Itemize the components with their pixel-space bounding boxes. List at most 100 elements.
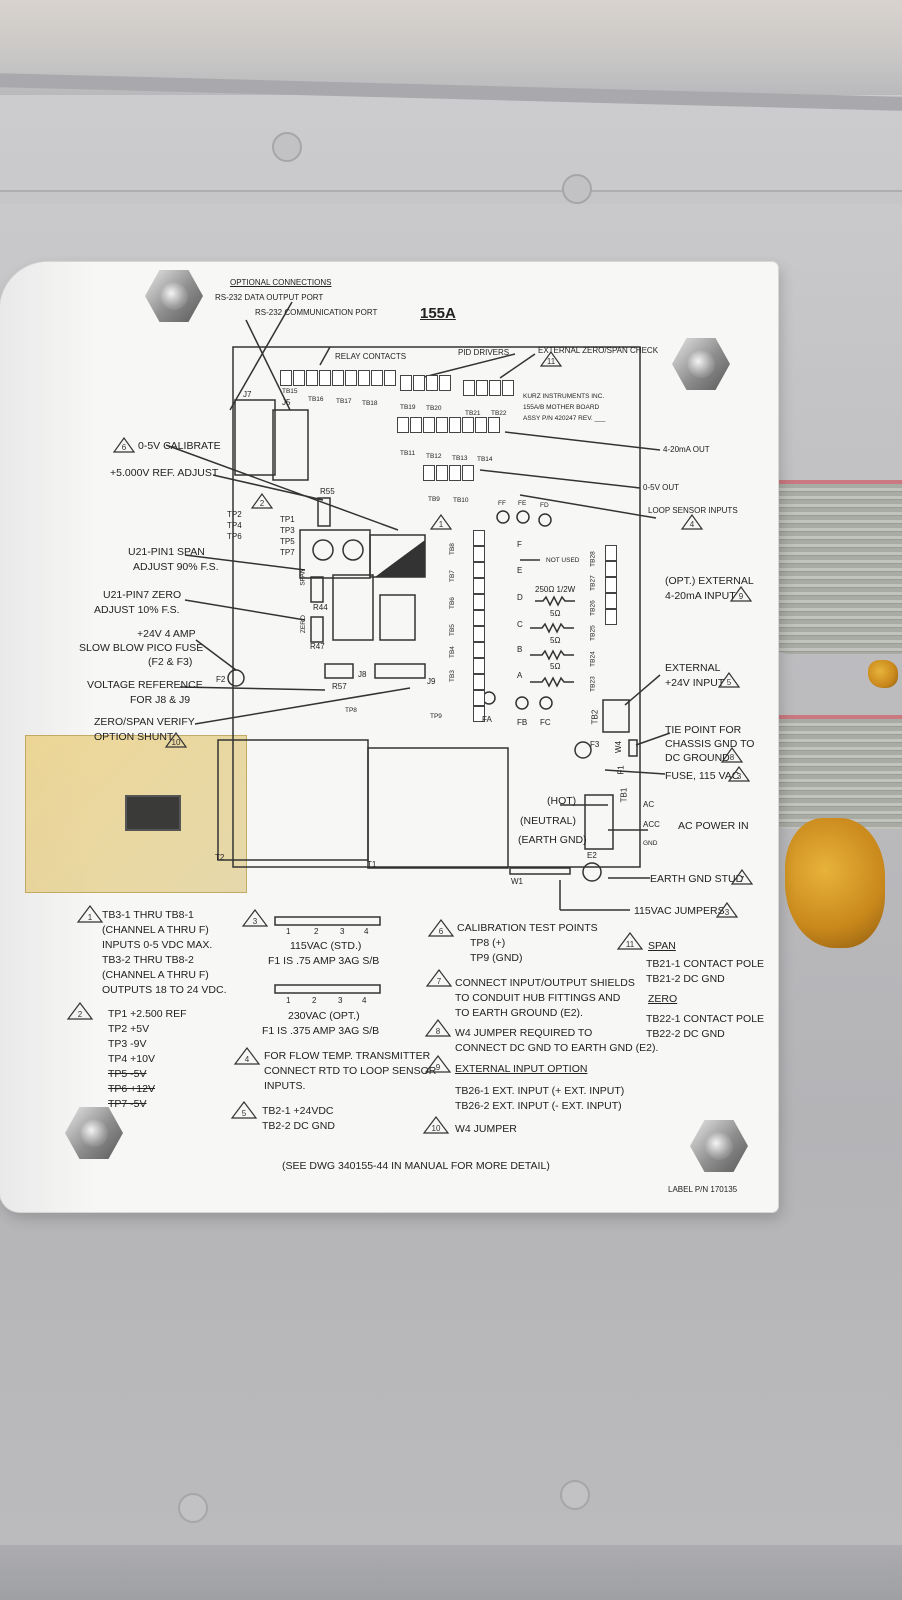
- triangle-note-number: 6: [439, 927, 444, 936]
- note11-zero-line: TB22-2 DC GND: [646, 1028, 725, 1040]
- note1-line: TB3-2 THRU TB8-2: [102, 954, 194, 966]
- ext-4-20-label-1: (OPT.) EXTERNAL: [665, 575, 754, 587]
- pid-drivers-label: PID DRIVERS: [458, 348, 510, 357]
- note1-line: (CHANNEL A THRU F): [102, 969, 209, 981]
- tp-label: TP2: [227, 510, 242, 519]
- note9-line: TB26-2 EXT. INPUT (- EXT. INPUT): [455, 1100, 622, 1112]
- note1-line: INPUTS 0-5 VDC MAX.: [102, 939, 213, 951]
- tb-label: TB16: [308, 396, 324, 403]
- triangle-note-number: 11: [547, 357, 556, 366]
- vref-label-2: FOR J8 & J9: [130, 694, 191, 706]
- optional-connections-heading: OPTIONAL CONNECTIONS: [230, 278, 332, 287]
- triangle-note-number: 10: [172, 738, 181, 747]
- enclosure-floor-edge: [0, 1545, 902, 1600]
- channel-letter: D: [517, 593, 523, 602]
- channel-letter: B: [517, 645, 523, 654]
- note3-std-fuse: F1 IS .75 AMP 3AG S/B: [268, 955, 380, 967]
- span-adjust-label-2: ADJUST 90% F.S.: [133, 561, 219, 573]
- channel-letter: F: [517, 540, 522, 549]
- acc-label: ACC: [643, 820, 660, 829]
- tp-label: TP5: [280, 537, 295, 546]
- hex-nut: [672, 338, 730, 390]
- jumper-num: 2: [312, 996, 317, 1005]
- tb-label: TB10: [453, 497, 469, 504]
- tb-label: TB12: [426, 453, 442, 460]
- part-t2: T2: [215, 853, 225, 862]
- triangle-note-number: 11: [626, 940, 635, 949]
- tp-label: TP3: [280, 526, 295, 535]
- earth-stud-label: EARTH GND STUD: [650, 873, 744, 885]
- board-label: 155A/B MOTHER BOARD: [523, 404, 600, 411]
- earth-label: (EARTH GND): [518, 834, 587, 846]
- note2-line: TP5 -5V: [108, 1068, 147, 1080]
- relay-contacts-label: RELAY CONTACTS: [335, 352, 407, 361]
- resistor-label: 250Ω 1/2W: [535, 585, 576, 594]
- terminal-block-0-5: [423, 465, 475, 481]
- tp-label: TP7: [280, 548, 295, 557]
- note4-line: FOR FLOW TEMP. TRANSMITTER: [264, 1050, 431, 1062]
- triangle-note-number: 8: [730, 753, 735, 762]
- tb-label: TB18: [362, 400, 378, 407]
- terminal-block-pid: [400, 375, 452, 391]
- note7-line: CONNECT INPUT/OUTPUT SHIELDS: [455, 977, 635, 989]
- part-w1: W1: [511, 877, 523, 886]
- triangle-note-number: 5: [242, 1109, 247, 1118]
- triangle-note-number: 10: [432, 1124, 441, 1133]
- ac-label: AC: [643, 800, 655, 809]
- triangle-note-number: 9: [436, 1063, 441, 1072]
- fuse-label-3: (F2 & F3): [148, 656, 193, 668]
- note6-line: TP9 (GND): [470, 952, 523, 964]
- fuse-label-2: SLOW BLOW PICO FUSE: [79, 642, 204, 654]
- ref-adjust-label: +5.000V REF. ADJUST: [110, 467, 219, 479]
- jumper-num: 1: [286, 996, 291, 1005]
- hot-label: (HOT): [547, 795, 577, 807]
- note7-line: TO CONDUIT HUB FITTINGS AND: [455, 992, 621, 1004]
- tb-label: TB15: [282, 388, 298, 395]
- channel-letter: A: [517, 671, 523, 680]
- out-0-5-label: 0-5V OUT: [643, 483, 680, 492]
- triangle-note-number: 7: [740, 875, 745, 884]
- triangle-note-number: 3: [253, 917, 258, 926]
- note11-zero-title: ZERO: [648, 993, 678, 1005]
- note2-line: TP3 -9V: [108, 1038, 147, 1050]
- note1-line: TB3-1 THRU TB8-1: [102, 909, 194, 921]
- note11-zero-line: TB22-1 CONTACT POLE: [646, 1013, 765, 1025]
- tb-label: TB11: [400, 450, 416, 457]
- not-used-label: NOT USED: [546, 557, 580, 564]
- part-fa: FA: [482, 715, 492, 724]
- part-t1: T1: [367, 860, 377, 869]
- tie-label-3: DC GROUND: [665, 752, 730, 764]
- mounting-hole: [562, 174, 592, 204]
- ohm-label: 5Ω: [550, 636, 561, 645]
- calibrate-label: 0-5V CALIBRATE: [138, 440, 221, 452]
- note10-line: W4 JUMPER: [455, 1123, 517, 1135]
- ext-4-20-label-2: 4-20mA INPUT: [665, 590, 736, 602]
- triangle-note-number: 2: [260, 499, 265, 508]
- terminal-block-zero-span: [463, 380, 515, 396]
- note4-line: INPUTS.: [264, 1080, 306, 1092]
- mounting-hole: [560, 1480, 590, 1510]
- note9-line: TB26-1 EXT. INPUT (+ EXT. INPUT): [455, 1085, 625, 1097]
- terminal-block-loop-inputs: [473, 530, 486, 722]
- part-r47: R47: [310, 642, 325, 651]
- jumper-num: 2: [314, 927, 319, 936]
- part-f2: F2: [216, 675, 226, 684]
- tb-label: TB22: [491, 410, 507, 417]
- triangle-note-number: 3: [725, 908, 730, 917]
- terminal-block-4-20: [397, 417, 501, 433]
- terminal-block-external: [605, 545, 618, 625]
- terminal-block-relay: [280, 370, 397, 386]
- note2-line: TP7 -5V: [108, 1098, 147, 1110]
- triangle-note-number: 7: [437, 977, 442, 986]
- jumper-num: 4: [362, 996, 367, 1005]
- note1-line: (CHANNEL A THRU F): [102, 924, 209, 936]
- note1-line: OUTPUTS 18 TO 24 VDC.: [102, 984, 227, 996]
- note3-opt-fuse: F1 IS .375 AMP 3AG S/B: [262, 1025, 380, 1037]
- ext-24v-label-1: EXTERNAL: [665, 662, 721, 674]
- mounting-hole: [272, 132, 302, 162]
- note3-std: 115VAC (STD.): [290, 940, 362, 952]
- tie-label-2: CHASSIS GND TO: [665, 738, 755, 750]
- part-r44: R44: [313, 603, 328, 612]
